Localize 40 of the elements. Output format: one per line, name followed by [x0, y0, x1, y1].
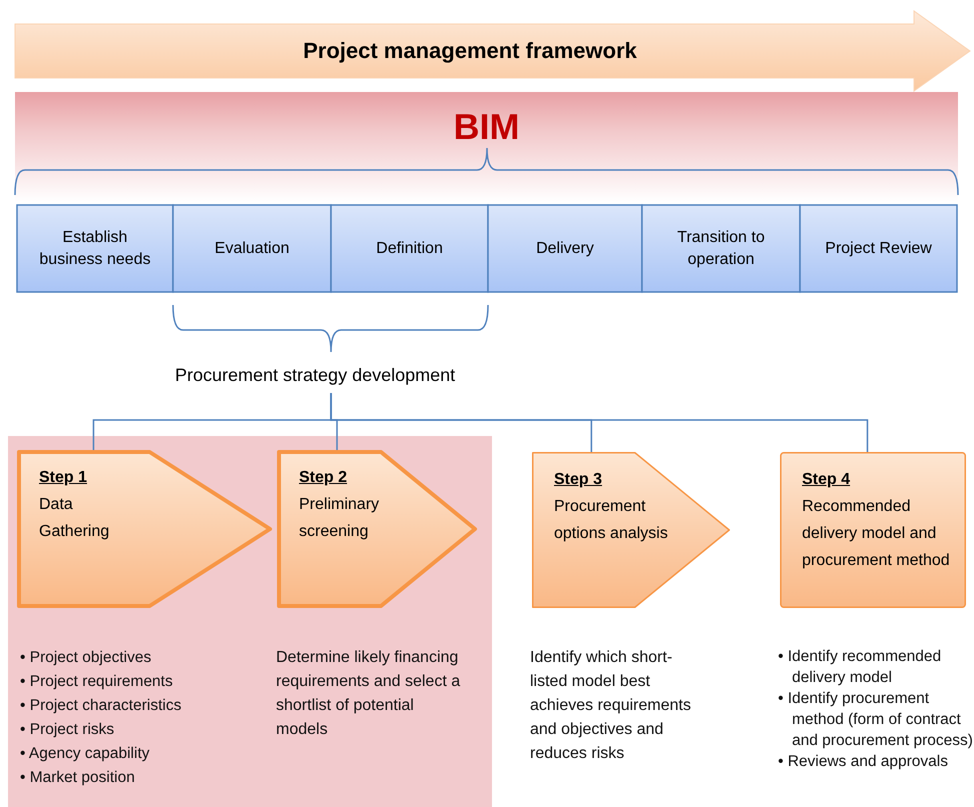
- bullet-item: • Agency capability: [20, 744, 151, 764]
- arrow-banner: [15, 11, 970, 91]
- step-title: Recommended delivery model and procurement method: [802, 497, 951, 571]
- phase-label: Project Review: [825, 238, 932, 258]
- phase-box: [642, 205, 800, 292]
- description-text: Determine likely financing requirements and select a shortlist of potential models: [276, 648, 462, 740]
- phase-box: [488, 205, 642, 292]
- step-number: Step 3: [554, 470, 602, 490]
- phase-label: Transition to operation: [676, 228, 766, 270]
- phase-label: Establish business needs: [38, 228, 152, 270]
- bullet-item: • Reviews and approvals: [778, 752, 949, 772]
- bullet-item: • Project requirements: [20, 672, 174, 692]
- step-title: Data Gathering: [39, 495, 110, 542]
- step-pentagon: [277, 450, 477, 608]
- step-number: Step 4: [802, 470, 850, 490]
- step-box: [780, 452, 966, 608]
- bullet-item: • Identify procurement method (form of contract and procurement process): [778, 689, 974, 751]
- phase-box: [17, 205, 173, 292]
- strategy-label: Procurement strategy development: [175, 365, 456, 386]
- step-pentagon: [17, 450, 272, 608]
- bullet-item: • Market position: [20, 768, 136, 788]
- step-pentagon: [532, 452, 730, 608]
- description-text: Identify which short-listed model best achieves requirements and objectives and reduces risks: [530, 648, 692, 764]
- phase-box: [173, 205, 331, 292]
- step-title: Preliminary screening: [299, 495, 380, 542]
- phase-label: Evaluation: [214, 238, 290, 258]
- phase-box: [331, 205, 488, 292]
- connector-line: [330, 393, 868, 452]
- bullet-item: • Identify recommended delivery model: [778, 647, 942, 688]
- band-title: BIM: [454, 106, 520, 148]
- step-number: Step 2: [299, 468, 348, 488]
- bullet-item: • Project risks: [20, 720, 116, 740]
- banner-title: Project management framework: [303, 38, 637, 64]
- step-title: Procurement options analysis: [554, 497, 669, 544]
- bullet-item: • Project characteristics: [20, 696, 182, 716]
- bullet-item: • Project objectives: [20, 648, 152, 668]
- step-number: Step 1: [39, 468, 88, 488]
- phase-box: [800, 205, 957, 292]
- phase-label: Definition: [376, 238, 443, 258]
- phase-label: Delivery: [536, 238, 594, 258]
